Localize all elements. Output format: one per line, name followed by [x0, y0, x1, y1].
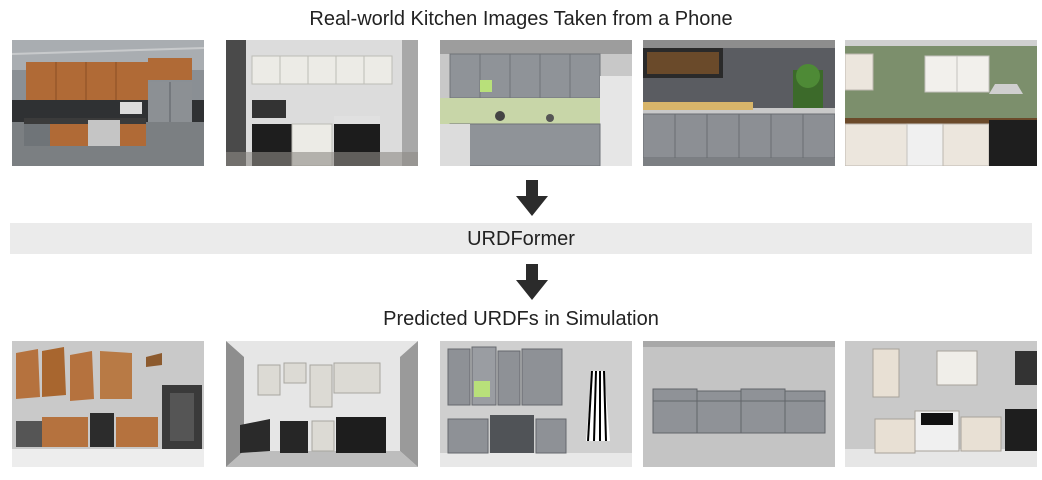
sim-images-row — [0, 341, 1042, 467]
kitchen-photo-4 — [643, 40, 835, 166]
sim-render-5 — [845, 341, 1037, 467]
sim-render-4 — [643, 341, 835, 467]
sim-render-2 — [226, 341, 418, 467]
down-arrow-icon — [516, 264, 548, 300]
down-arrow-icon — [516, 180, 548, 216]
kitchen-photo-2 — [226, 40, 418, 166]
sim-render-3 — [440, 341, 632, 467]
sim-render-1 — [12, 341, 204, 467]
kitchen-photo-5 — [845, 40, 1037, 166]
urdformer-label: URDFormer — [467, 228, 575, 250]
top-title: Real-world Kitchen Images Taken from a P… — [309, 8, 733, 30]
urdformer-band: URDFormer — [10, 223, 1032, 254]
kitchen-photo-1 — [12, 40, 204, 166]
bottom-title: Predicted URDFs in Simulation — [383, 308, 659, 330]
real-images-row — [0, 40, 1042, 166]
kitchen-photo-3 — [440, 40, 632, 166]
